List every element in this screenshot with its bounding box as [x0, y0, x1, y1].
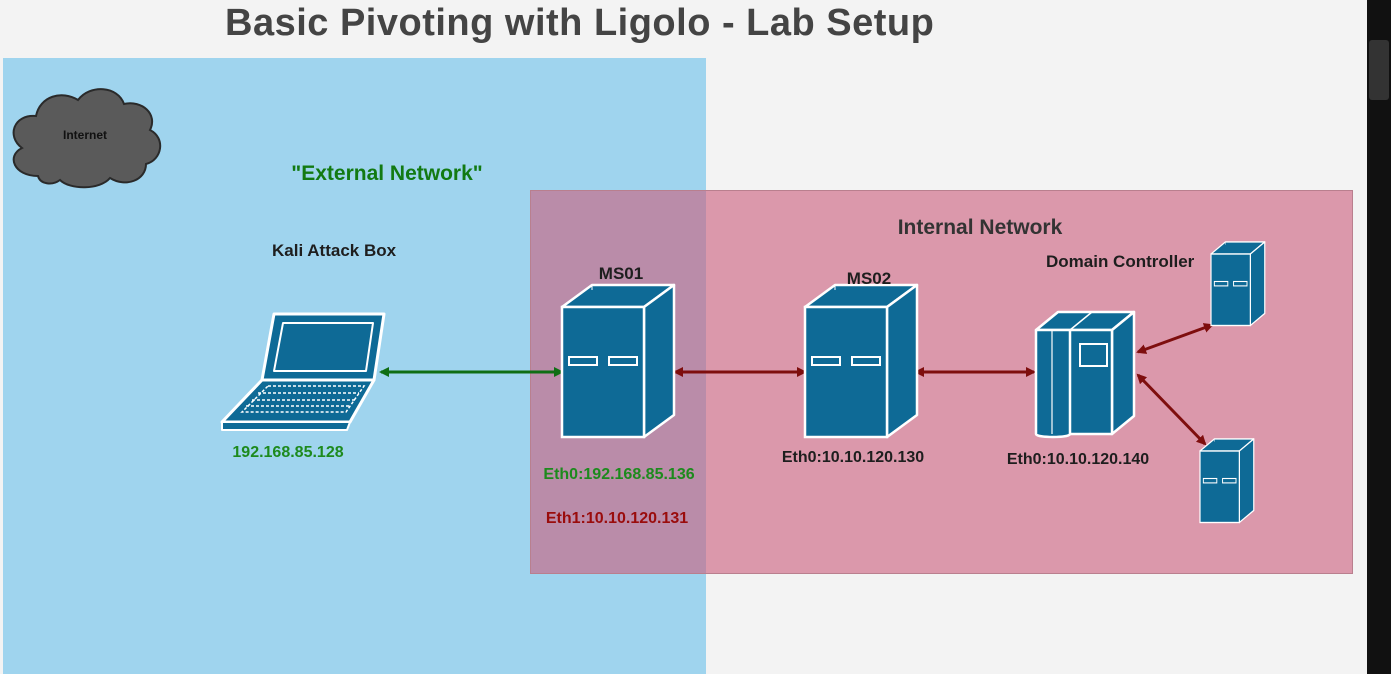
ms02-eth0: Eth0:10.10.120.130 [781, 449, 925, 466]
kali-label: Kali Attack Box [272, 241, 397, 260]
server-icon [1199, 438, 1255, 524]
dc-eth0: Eth0:10.10.120.140 [1006, 451, 1150, 468]
internet-label: Internet [62, 128, 108, 142]
external-network-label: "External Network" [291, 162, 483, 185]
server-icon [1210, 241, 1266, 327]
cloud-icon [12, 88, 161, 189]
ms01-eth0: Eth0:192.168.85.136 [543, 466, 695, 483]
kali-ip: 192.168.85.128 [232, 444, 344, 461]
mainframe-icon [1034, 310, 1136, 439]
scrollbar-thumb[interactable] [1369, 40, 1389, 100]
laptop-icon [220, 312, 386, 431]
page-title: Basic Pivoting with Ligolo - Lab Setup [225, 2, 935, 44]
ms01-label: MS01 [598, 264, 644, 283]
link-dc-server-bottom [1136, 373, 1207, 446]
server-icon [560, 283, 676, 439]
ms02-label: MS02 [846, 269, 892, 288]
server-icon [803, 283, 919, 439]
link-dc-server-top [1136, 323, 1214, 354]
internal-network-label: Internal Network [897, 216, 1063, 239]
dc-label: Domain Controller [1046, 252, 1195, 271]
scrollbar[interactable] [1367, 0, 1391, 674]
ms01-eth1: Eth1:10.10.120.131 [545, 510, 689, 527]
